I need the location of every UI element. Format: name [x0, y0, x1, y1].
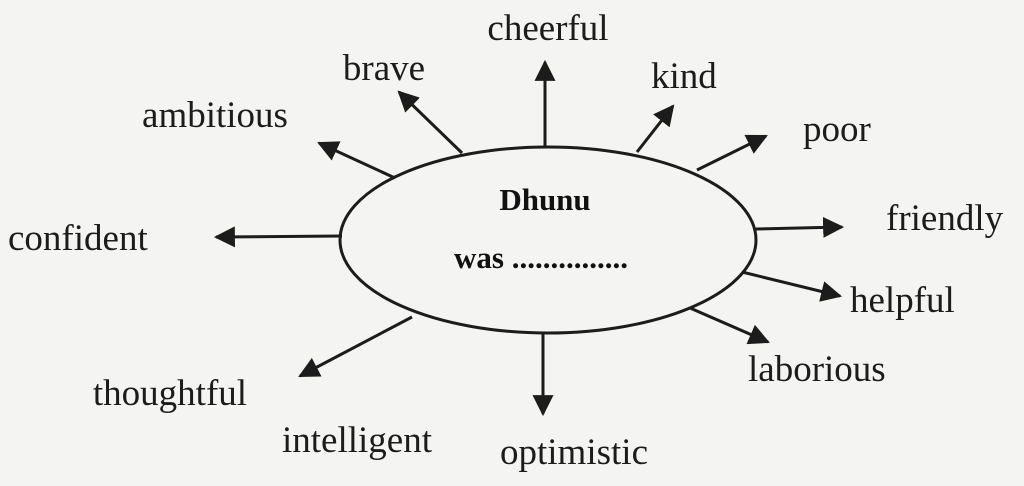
center-title: Dhunu: [499, 182, 590, 217]
word-helpful: helpful: [850, 280, 955, 321]
word-cheerful: cheerful: [487, 8, 608, 49]
arrow-brave: [397, 90, 464, 155]
arrow-helpful: [741, 270, 843, 302]
arrow-thoughtful: [298, 315, 413, 378]
word-confident: confident: [8, 218, 148, 259]
center-subtitle: was ...............: [454, 240, 628, 275]
arrow-laborious: [689, 306, 770, 345]
center-ellipse: [338, 145, 758, 335]
arrows: [213, 59, 845, 417]
arrow-friendly: [755, 216, 845, 238]
word-thoughtful: thoughtful: [93, 373, 247, 414]
word-intelligent: intelligent: [282, 420, 433, 461]
word-laborious: laborious: [748, 349, 886, 390]
word-ambitious: ambitious: [142, 95, 288, 136]
arrow-ambitious: [317, 141, 396, 180]
word-friendly: friendly: [886, 198, 1004, 239]
word-poor: poor: [803, 109, 871, 150]
word-brave: brave: [343, 48, 425, 89]
arrow-kind: [635, 104, 675, 153]
word-kind: kind: [651, 56, 717, 97]
arrow-poor: [696, 134, 768, 172]
word-optimistic: optimistic: [500, 432, 648, 473]
arrow-confident: [213, 226, 343, 248]
